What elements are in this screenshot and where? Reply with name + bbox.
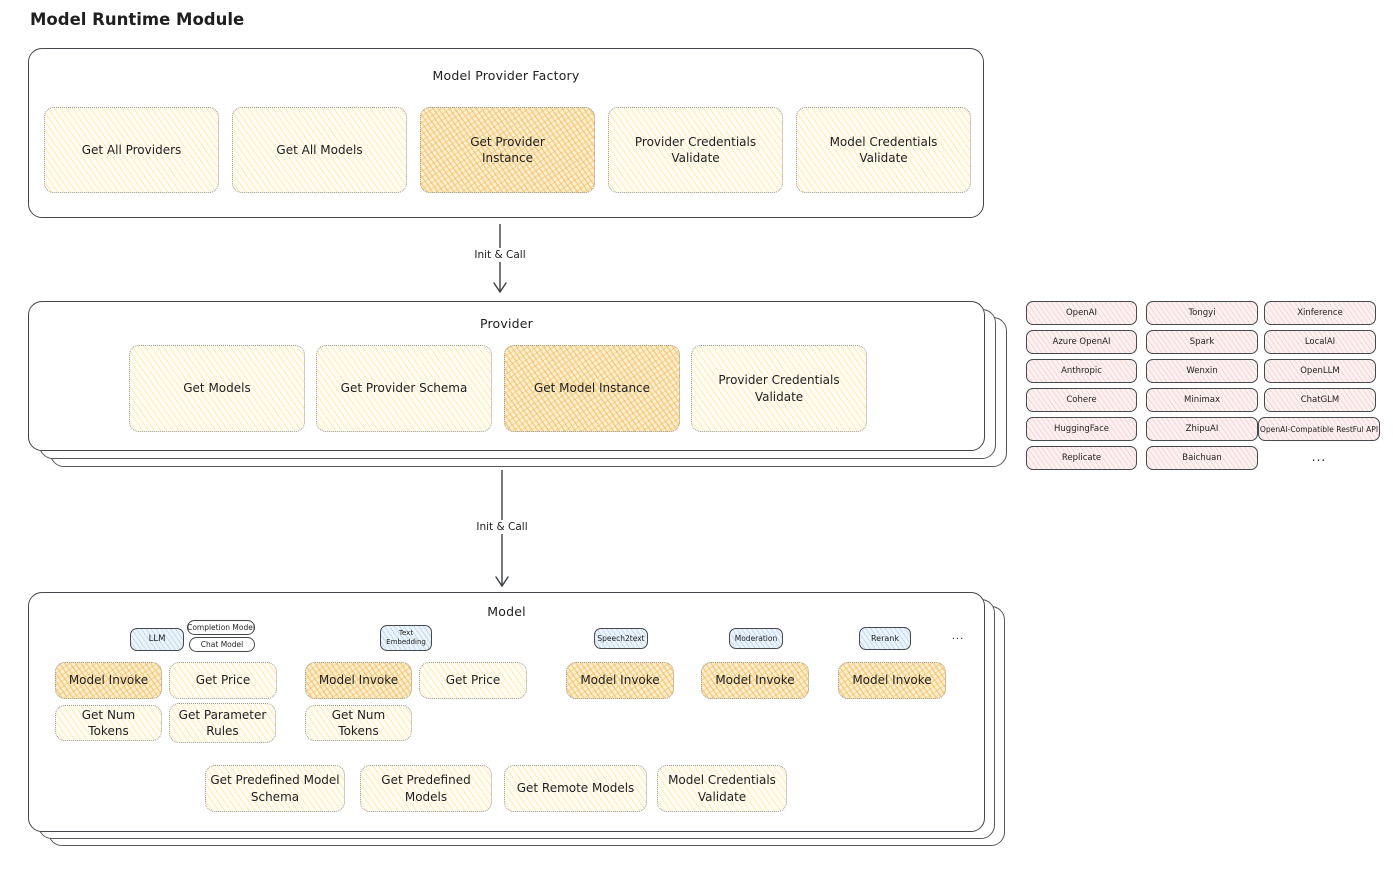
chip-localai: LocalAI [1264,330,1376,354]
badge-chat-model: Chat Model [189,637,255,652]
page-title: Model Runtime Module [30,10,245,29]
btn-get-parameter-rules: Get Parameter Rules [169,703,276,743]
btn-provider-credentials-validate-provider: Provider Credentials Validate [691,345,867,432]
chip-baichuan: Baichuan [1146,446,1258,470]
btn-get-model-instance: Get Model Instance [504,345,680,432]
tabs-ellipsis: ... [951,631,965,642]
chip-minimax: Minimax [1146,388,1258,412]
chip-xinference: Xinference [1264,301,1376,325]
btn-get-provider-schema: Get Provider Schema [316,345,492,432]
tab-moderation: Moderation [729,628,783,649]
arrow-label-init-call-2: Init & Call [472,520,532,534]
tab-llm: LLM [130,628,184,651]
btn-get-num-tokens-llm: Get Num Tokens [55,705,162,741]
btn-get-num-tokens-text-embedding: Get Num Tokens [305,705,412,741]
chip-azure-openai: Azure OpenAI [1026,330,1137,354]
btn-get-all-providers: Get All Providers [44,107,219,193]
badge-completion-model: Completion Model [187,620,255,635]
btn-get-price-text-embedding: Get Price [419,662,527,699]
btn-model-invoke-text-embedding: Model Invoke [305,662,412,699]
chip-chatglm: ChatGLM [1264,388,1376,412]
providers-grid-ellipsis: ... [1311,450,1327,464]
chip-zhipuai: ZhipuAI [1146,417,1258,441]
factory-title: Model Provider Factory [432,68,580,83]
arrow-label-init-call-1: Init & Call [470,248,530,262]
btn-model-invoke-speech2text: Model Invoke [566,662,674,699]
btn-get-provider-instance: Get Provider Instance [420,107,595,193]
chip-openai-compatible-restful-api: OpenAI-Compatible RestFul API [1258,417,1380,441]
btn-get-predefined-model-schema: Get Predefined Model Schema [205,765,345,812]
btn-get-all-models: Get All Models [232,107,407,193]
btn-model-credentials-validate-factory: Model Credentials Validate [796,107,971,193]
chip-openllm: OpenLLM [1264,359,1376,383]
chip-replicate: Replicate [1026,446,1137,470]
btn-model-invoke-rerank: Model Invoke [838,662,946,699]
btn-get-remote-models: Get Remote Models [504,765,647,812]
chip-anthropic: Anthropic [1026,359,1137,383]
chip-spark: Spark [1146,330,1258,354]
tab-rerank: Rerank [859,627,911,650]
btn-model-invoke-moderation: Model Invoke [701,662,809,699]
chip-openai: OpenAI [1026,301,1137,325]
btn-get-models: Get Models [129,345,305,432]
btn-get-price-llm: Get Price [169,662,277,699]
btn-model-invoke-llm: Model Invoke [55,662,162,699]
tab-speech2text: Speech2text [594,628,648,649]
chip-tongyi: Tongyi [1146,301,1258,325]
chip-wenxin: Wenxin [1146,359,1258,383]
model-title: Model [487,604,526,619]
chip-cohere: Cohere [1026,388,1137,412]
tab-text-embedding: Text Embedding [380,625,432,651]
btn-provider-credentials-validate-factory: Provider Credentials Validate [608,107,783,193]
btn-get-predefined-models: Get Predefined Models [360,765,492,812]
chip-huggingface: HuggingFace [1026,417,1137,441]
provider-title: Provider [479,316,534,331]
btn-model-credentials-validate-model: Model Credentials Validate [657,765,787,812]
